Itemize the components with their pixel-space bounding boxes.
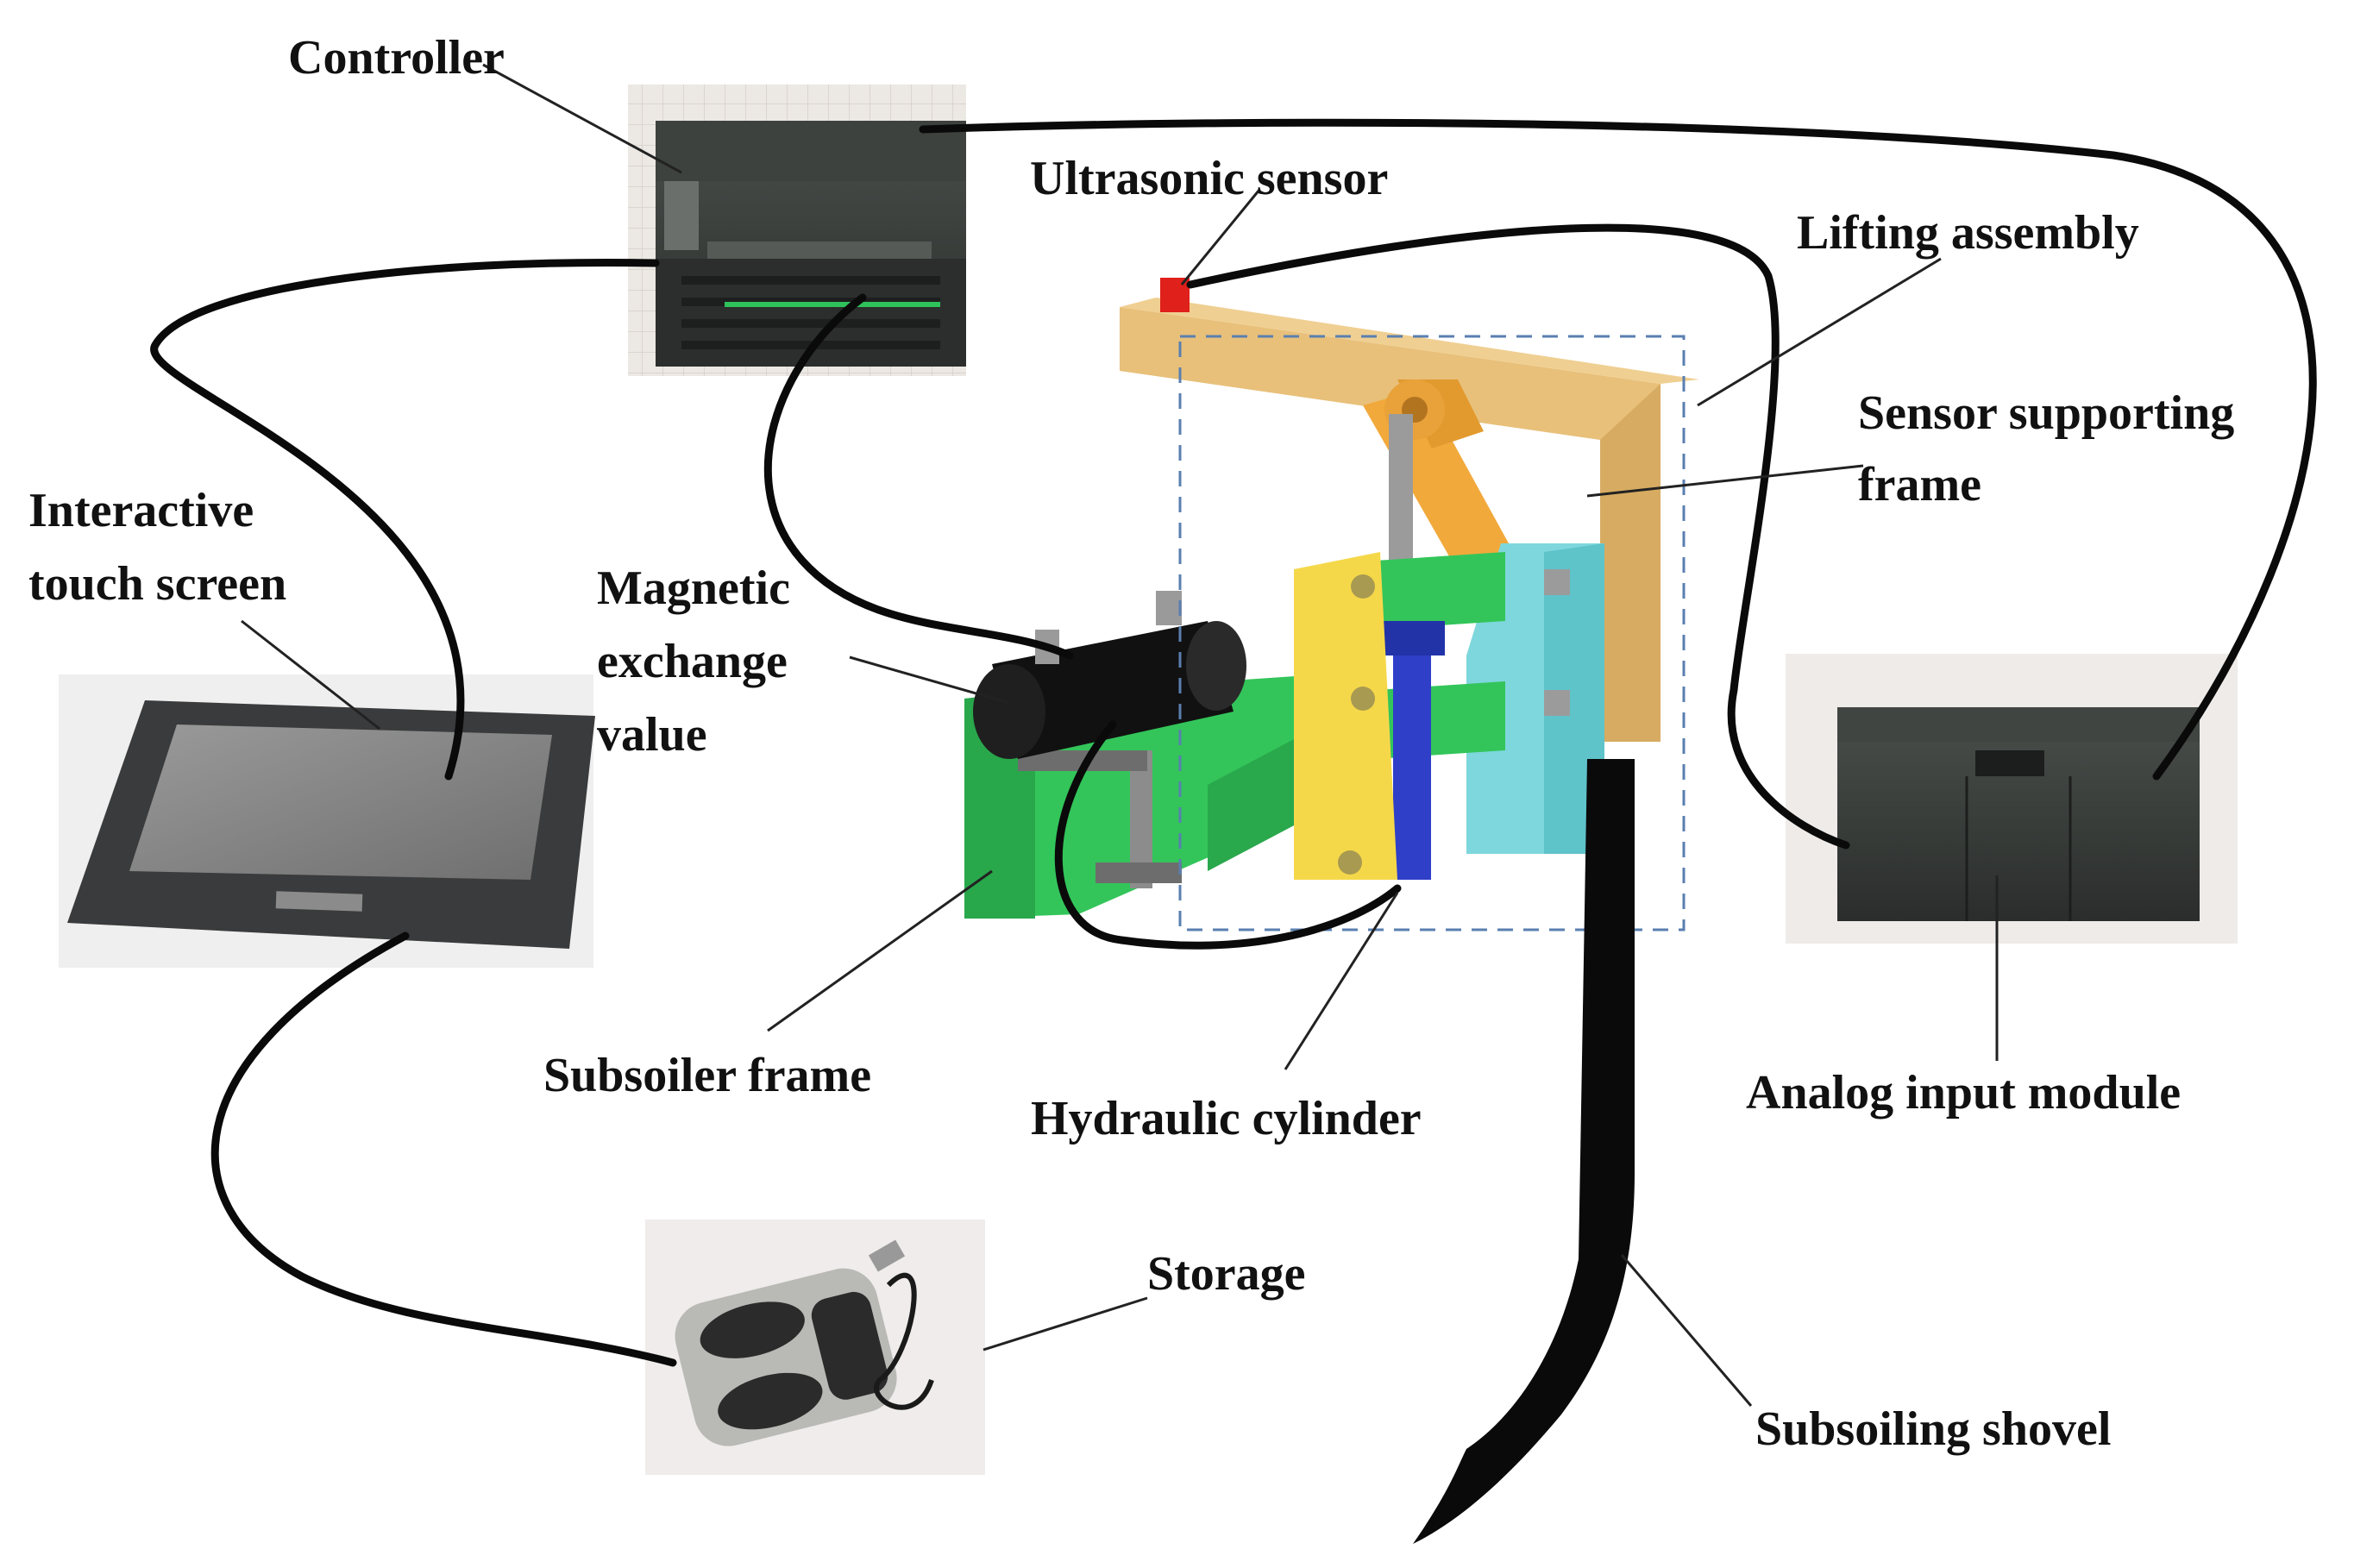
label-storage: Storage [1147, 1247, 1306, 1301]
label-sensor-supporting-frame-line2: frame [1858, 458, 1981, 511]
label-subsoiler-frame: Subsoiler frame [543, 1049, 871, 1102]
magnetic-valve [973, 591, 1246, 759]
label-controller: Controller [288, 31, 505, 85]
cables [150, 118, 2317, 1367]
label-subsoiling-shovel: Subsoiling shovel [1755, 1402, 2111, 1456]
storage-photo [645, 1220, 985, 1475]
label-analog-input-module: Analog input module [1746, 1066, 2181, 1120]
touch-screen-photo [59, 674, 595, 968]
label-magnetic-valve-line1: Magnetic [597, 561, 790, 615]
label-magnetic-valve-line2: exchange [597, 635, 788, 688]
sensor-supporting-frame [1120, 307, 1660, 742]
label-hydraulic-cylinder: Hydraulic cylinder [1031, 1092, 1422, 1145]
controller-photo [628, 85, 966, 376]
label-magnetic-valve-line3: value [597, 708, 707, 762]
subsoiling-shovel [1413, 759, 1635, 1544]
ultrasonic-sensor-block [1160, 278, 1190, 312]
label-sensor-supporting-frame-line1: Sensor supporting [1858, 386, 2234, 440]
hydraulic-cylinder-body [1393, 621, 1431, 880]
label-ultrasonic-sensor: Ultrasonic sensor [1030, 152, 1388, 205]
label-touch-screen-line1: Interactive [28, 484, 254, 537]
label-touch-screen-line2: touch screen [28, 557, 286, 611]
yellow-plate [1294, 552, 1397, 880]
leader-lines [241, 63, 1999, 1407]
analog-module-photo [1786, 654, 2238, 944]
mechanical-assembly [964, 278, 1699, 931]
label-lifting-assembly: Lifting assembly [1797, 206, 2139, 260]
lifting-assembly-box [1178, 335, 1686, 931]
